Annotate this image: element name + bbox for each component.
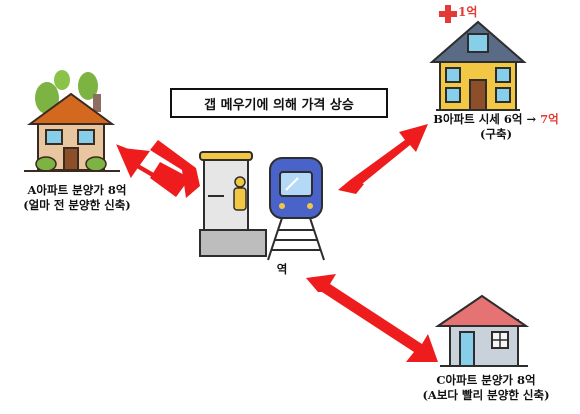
- house-a-label: A아파트 분양가 8억 (얼마 전 분양한 신축): [10, 183, 144, 213]
- house-b-label: B아파트 시세 6억 → 7억 (구축): [421, 112, 571, 142]
- house-b-arrow: →: [526, 112, 537, 126]
- house-c-price: C아파트 분양가 8억: [436, 373, 536, 387]
- house-b-icon: [429, 20, 527, 111]
- house-c-note: (A보다 빨리 분양한 신축): [422, 388, 550, 402]
- arrow-station-to-b: [338, 124, 428, 194]
- house-b-old-price: B아파트 시세 6억: [433, 112, 523, 126]
- house-b-increase: 1억: [458, 5, 478, 19]
- house-b-note: (구축): [479, 127, 513, 141]
- train-icon: [267, 157, 325, 261]
- station-icon: [199, 151, 267, 257]
- house-a-icon: [24, 70, 120, 172]
- arrow-station-to-c: [306, 274, 438, 362]
- station-label: 역: [276, 262, 288, 276]
- diagram-title: 갭 메우기에 의해 가격 상승: [170, 88, 388, 118]
- house-b-new-price: 7억: [540, 112, 559, 126]
- house-c-label: C아파트 분양가 8억 (A보다 빨리 분양한 신축): [402, 373, 570, 403]
- house-c-icon: [434, 294, 530, 367]
- plus-icon: [439, 5, 457, 23]
- house-a-note: (얼마 전 분양한 신축): [23, 198, 131, 212]
- house-b-price: B아파트 시세 6억 → 7억: [421, 112, 571, 127]
- arrow-station-to-a: [116, 140, 200, 198]
- house-a-price: A아파트 분양가 8억: [27, 183, 127, 197]
